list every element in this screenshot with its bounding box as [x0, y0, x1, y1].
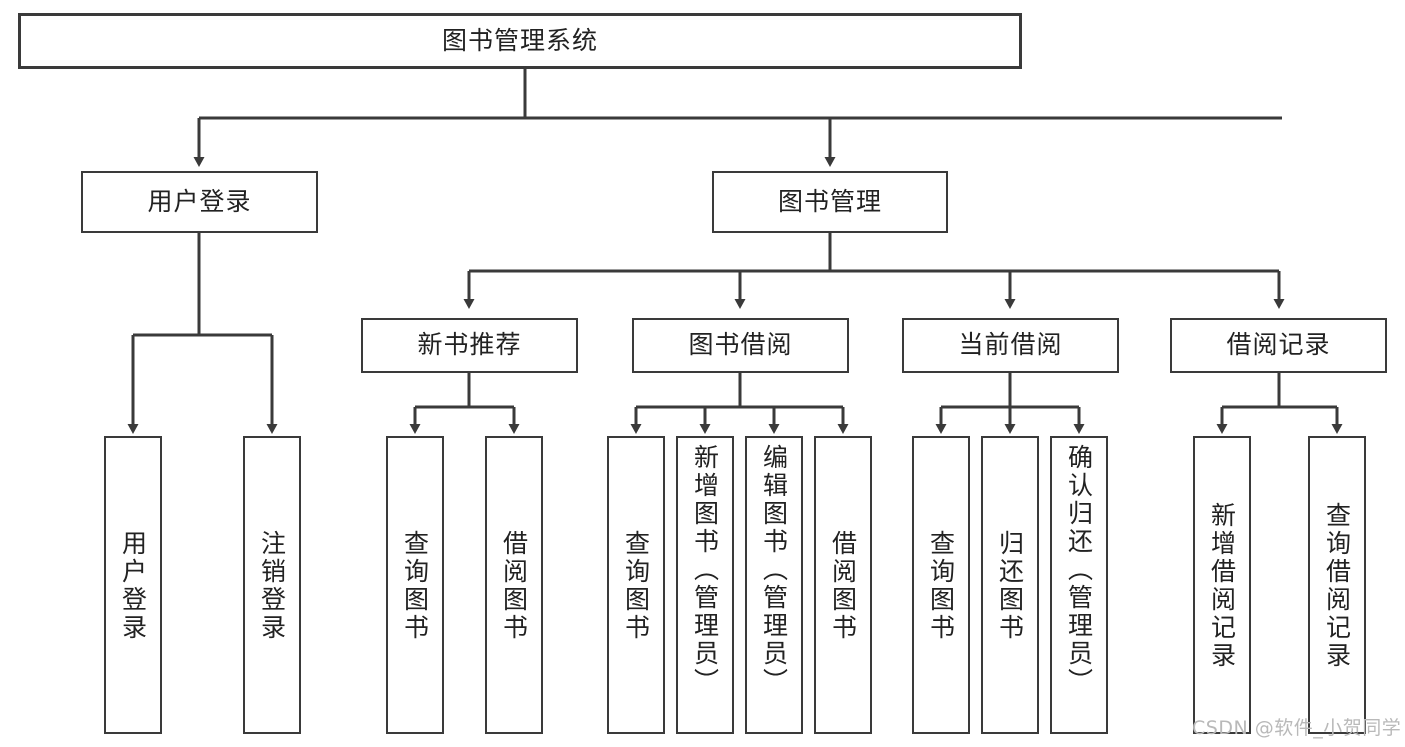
node-user-login[interactable]: 用户登录 [81, 171, 318, 233]
node-label: 借阅图书 [499, 530, 529, 642]
node-label: 借阅图书 [828, 530, 858, 642]
leaf-node-query-book-1[interactable]: 查询图书 [386, 436, 444, 734]
leaf-node-return-book[interactable]: 归还图书 [981, 436, 1039, 734]
node-root-book-management-system[interactable]: 图书管理系统 [18, 13, 1022, 69]
leaf-node-borrow-book-1[interactable]: 借阅图书 [485, 436, 543, 734]
leaf-node-logout-login[interactable]: 注销登录 [243, 436, 301, 734]
node-label: 新增借阅记录 [1207, 502, 1237, 670]
node-label: 查询图书 [621, 530, 651, 642]
node-label: 图书管理 [777, 186, 882, 216]
leaf-node-add-book-admin[interactable]: 新增图书（管理员） [676, 436, 734, 734]
leaf-node-query-book-3[interactable]: 查询图书 [912, 436, 970, 734]
node-book-management[interactable]: 图书管理 [712, 171, 948, 233]
csdn-watermark: CSDN @软件_小贺同学 [1192, 717, 1402, 739]
node-label: 查询图书 [400, 530, 430, 642]
node-label: 借阅记录 [1226, 330, 1331, 360]
leaf-node-query-book-2[interactable]: 查询图书 [607, 436, 665, 734]
node-new-book-recommendation[interactable]: 新书推荐 [361, 318, 578, 373]
leaf-node-edit-book-admin[interactable]: 编辑图书（管理员） [745, 436, 803, 734]
node-label: 注销登录 [257, 530, 287, 642]
leaf-node-user-login[interactable]: 用户登录 [104, 436, 162, 734]
leaf-node-confirm-return-admin[interactable]: 确认归还（管理员） [1050, 436, 1108, 734]
node-borrowing-record[interactable]: 借阅记录 [1170, 318, 1387, 373]
node-label: 用户登录 [118, 530, 148, 642]
node-label: 新增图书（管理员） [690, 444, 720, 696]
node-label: 查询图书 [926, 530, 956, 642]
node-current-borrowing[interactable]: 当前借阅 [902, 318, 1119, 373]
node-label: 编辑图书（管理员） [759, 444, 789, 696]
node-label: 新书推荐 [417, 330, 522, 360]
node-label: 用户登录 [147, 186, 252, 216]
node-label: 图书管理系统 [441, 25, 598, 55]
node-label: 查询借阅记录 [1322, 502, 1352, 670]
node-label: 确认归还（管理员） [1064, 444, 1094, 696]
leaf-node-borrow-book-2[interactable]: 借阅图书 [814, 436, 872, 734]
leaf-node-add-borrow-record[interactable]: 新增借阅记录 [1193, 436, 1251, 734]
node-label: 图书借阅 [688, 330, 793, 360]
leaf-node-query-borrow-record[interactable]: 查询借阅记录 [1308, 436, 1366, 734]
node-book-borrowing[interactable]: 图书借阅 [632, 318, 849, 373]
node-label: 当前借阅 [958, 330, 1063, 360]
node-label: 归还图书 [995, 530, 1025, 642]
